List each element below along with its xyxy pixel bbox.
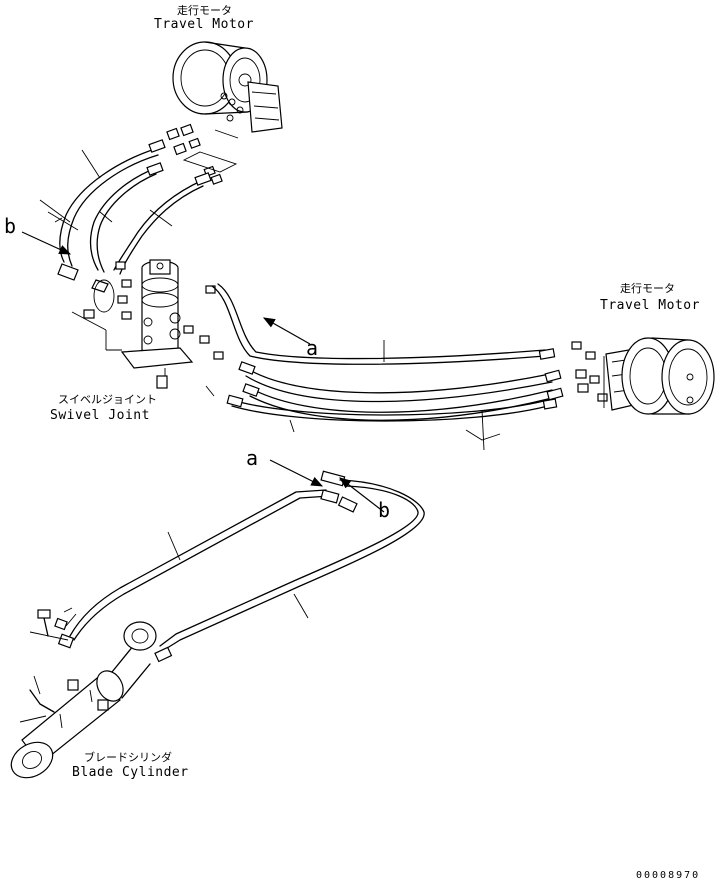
blade-cylinder (10, 621, 157, 779)
lower-right-hoses (211, 283, 564, 451)
blade-pipes (69, 470, 425, 663)
travel-motor-top-label-jp: 走行モータ (177, 4, 232, 17)
arrow-a-upper-label: a (306, 336, 319, 360)
arrow-b-lower (339, 477, 385, 513)
swivel-joint-label-en: Swivel Joint (50, 408, 150, 423)
arrow-b-upper-label: b (4, 214, 17, 238)
travel-motor-top (172, 41, 283, 133)
travel-motor-right (605, 337, 715, 415)
document-number: 00008970 (636, 870, 701, 881)
travel-motor-right-label-en: Travel Motor (600, 298, 700, 313)
upper-hoses (59, 139, 212, 275)
swivel-joint (71, 259, 194, 389)
arrow-a-lower-label: a (246, 446, 259, 470)
travel-motor-right-label-jp: 走行モータ (620, 282, 675, 295)
right-motor-fittings (571, 341, 608, 408)
blade-cylinder-label-en: Blade Cylinder (72, 765, 189, 780)
blade-bolt-parts (29, 607, 77, 649)
blade-cylinder-label-jp: ブレードシリンダ (84, 751, 172, 764)
swivel-joint-label-jp: スイベルジョイント (58, 393, 157, 406)
arrow-b-lower-label: b (378, 498, 391, 522)
arrow-b-upper (21, 231, 72, 255)
arrow-a-lower (269, 459, 324, 487)
upper-left-leaders (39, 149, 173, 231)
swivel-fittings (57, 261, 224, 397)
arrow-a-upper (262, 317, 311, 345)
travel-motor-top-label-en: Travel Motor (154, 17, 254, 32)
top-motor-fittings (166, 123, 239, 185)
